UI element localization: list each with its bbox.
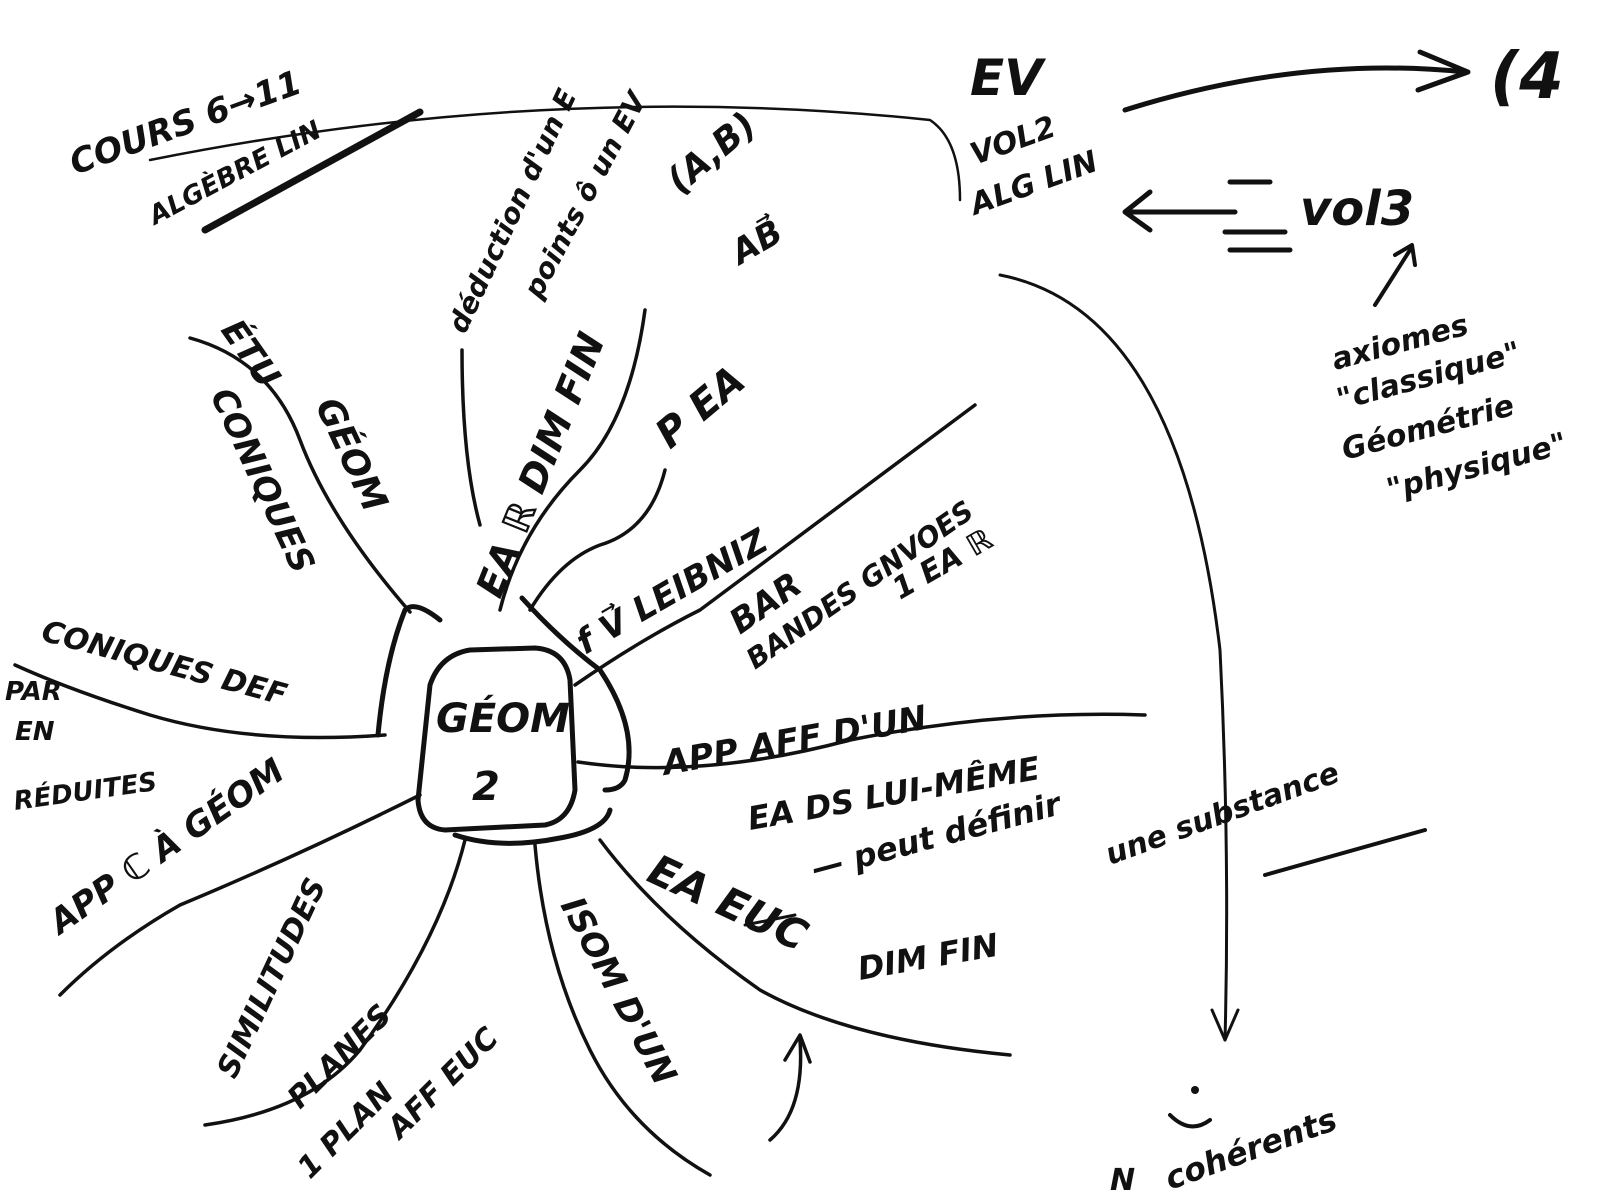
branch-similitudes bbox=[203, 838, 467, 1127]
label-app-aff: APP AFF D'UN bbox=[657, 698, 930, 784]
branches bbox=[13, 308, 1147, 1177]
label-four: (4 bbox=[1490, 40, 1564, 114]
bottom-dot bbox=[1191, 1086, 1199, 1094]
center-bracket-left bbox=[375, 604, 443, 738]
arrow-axiomes-head bbox=[1393, 243, 1417, 267]
top-arc bbox=[148, 105, 962, 202]
label-etu: ÉTU bbox=[213, 312, 289, 396]
label-coherents: cohérents bbox=[1160, 1100, 1342, 1194]
label-ab-vec: AB⃗ bbox=[721, 211, 789, 274]
label-ea-euc: EA EUC bbox=[641, 845, 815, 961]
algebre-underline bbox=[201, 108, 424, 234]
arrow-ev-to-4 bbox=[1122, 65, 1468, 113]
label-eardimfin: EA ℝ DIM FIN bbox=[468, 326, 614, 603]
branch-etu bbox=[188, 336, 412, 614]
arrow-ev-down-head bbox=[1210, 1008, 1240, 1042]
branch-app-geom bbox=[58, 793, 422, 997]
center-title: GÉOM bbox=[436, 694, 570, 742]
arrow-ev-down bbox=[998, 273, 1229, 1042]
arrow-axiomes-to-vol3 bbox=[1373, 248, 1412, 307]
arrow-vol3-to-vol2-head bbox=[1122, 189, 1153, 233]
center-bracket-bottom bbox=[452, 807, 613, 846]
label-substance: une substance bbox=[1101, 755, 1344, 872]
center-node: GÉOM 2 bbox=[375, 595, 632, 846]
center-number: 2 bbox=[472, 764, 500, 810]
branch-isom-arrowhead bbox=[783, 1033, 812, 1064]
label-dim-fin: DIM FIN bbox=[855, 926, 1002, 988]
center-bracket-right bbox=[519, 595, 632, 793]
branch-ea-euc bbox=[598, 838, 1012, 1057]
center-box bbox=[415, 645, 578, 833]
branch-pea bbox=[528, 468, 667, 612]
substance-underline bbox=[1263, 828, 1427, 877]
label-vol3: vol3 bbox=[1300, 181, 1414, 237]
branch-deduction bbox=[460, 348, 482, 527]
branch-leibniz bbox=[573, 403, 977, 687]
branch-app-aff bbox=[576, 712, 1147, 770]
branch-isom-arrow bbox=[768, 1038, 803, 1142]
label-coniques: CONIQUES bbox=[202, 382, 322, 579]
label-ab-pair: (A,B) bbox=[659, 105, 764, 202]
label-reduites: RÉDUITES bbox=[12, 765, 159, 817]
arrow-ev-to-4-head bbox=[1415, 49, 1471, 93]
top-connectors bbox=[148, 49, 1471, 1042]
label-isom: ISOM D'UN bbox=[552, 890, 684, 1091]
bottom-smile bbox=[1168, 1113, 1212, 1129]
vol3-equiv-sign bbox=[1222, 179, 1293, 253]
label-par: PAR bbox=[5, 677, 62, 707]
branch-isom bbox=[533, 843, 712, 1177]
branch-ea-dim-fin bbox=[498, 308, 647, 612]
label-coniques-def: CONIQUES DEF bbox=[38, 614, 291, 713]
label-similitudes: SIMILITUDES bbox=[211, 873, 334, 1083]
label-geom: GÉOM bbox=[307, 391, 396, 518]
label-ev: EV bbox=[970, 49, 1046, 107]
label-bottom-n: N bbox=[1110, 1163, 1135, 1194]
euc-underline bbox=[743, 913, 797, 927]
label-en: EN bbox=[15, 717, 55, 747]
label-aff-euc: AFF EUC bbox=[379, 1021, 505, 1147]
branch-coniques-def bbox=[13, 663, 387, 740]
label-pea: P EA bbox=[647, 357, 754, 458]
